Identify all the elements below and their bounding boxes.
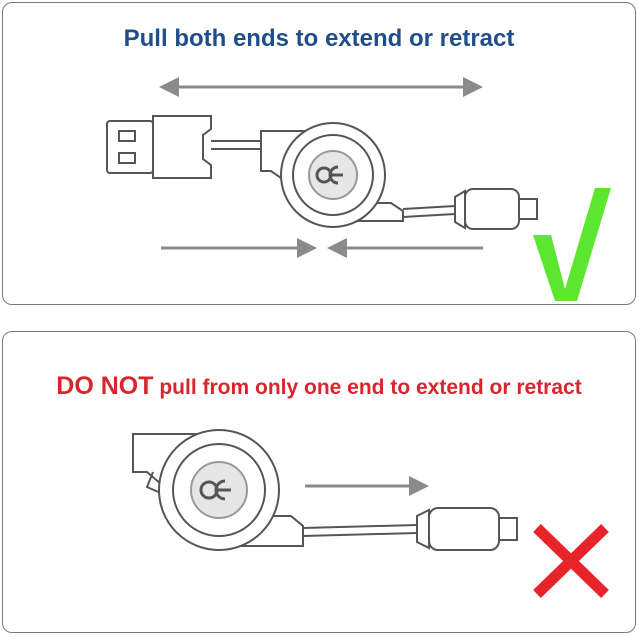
usb-a-plug-icon bbox=[106, 115, 271, 179]
micro-usb-plug-icon bbox=[402, 188, 538, 230]
cable-reel-icon bbox=[260, 122, 404, 228]
brand-logo-icon bbox=[315, 165, 343, 185]
pull-one-end-arrow-icon bbox=[305, 476, 429, 496]
cable-reel-icon bbox=[132, 429, 304, 551]
micro-usb-plug-icon bbox=[302, 507, 518, 551]
extend-double-arrow-icon bbox=[159, 77, 483, 97]
warning-text: pull from only one end to extend or retr… bbox=[159, 376, 582, 399]
brand-logo-icon bbox=[199, 479, 231, 501]
check-mark-icon bbox=[533, 188, 611, 301]
pull-left-arrow-icon bbox=[327, 238, 483, 258]
cross-mark-icon bbox=[533, 524, 609, 598]
incorrect-usage-caption: DO NOT pull from only one end to extend … bbox=[3, 372, 635, 401]
pull-right-arrow-icon bbox=[161, 238, 317, 258]
correct-usage-caption: Pull both ends to extend or retract bbox=[123, 25, 515, 52]
incorrect-usage-panel: DO NOT pull from only one end to extend … bbox=[2, 331, 636, 633]
warning-emphasis: DO NOT bbox=[56, 372, 154, 400]
correct-usage-panel: Pull both ends to extend or retract bbox=[2, 2, 636, 305]
incorrect-usage-illustration bbox=[132, 429, 609, 598]
correct-usage-illustration bbox=[106, 77, 611, 301]
